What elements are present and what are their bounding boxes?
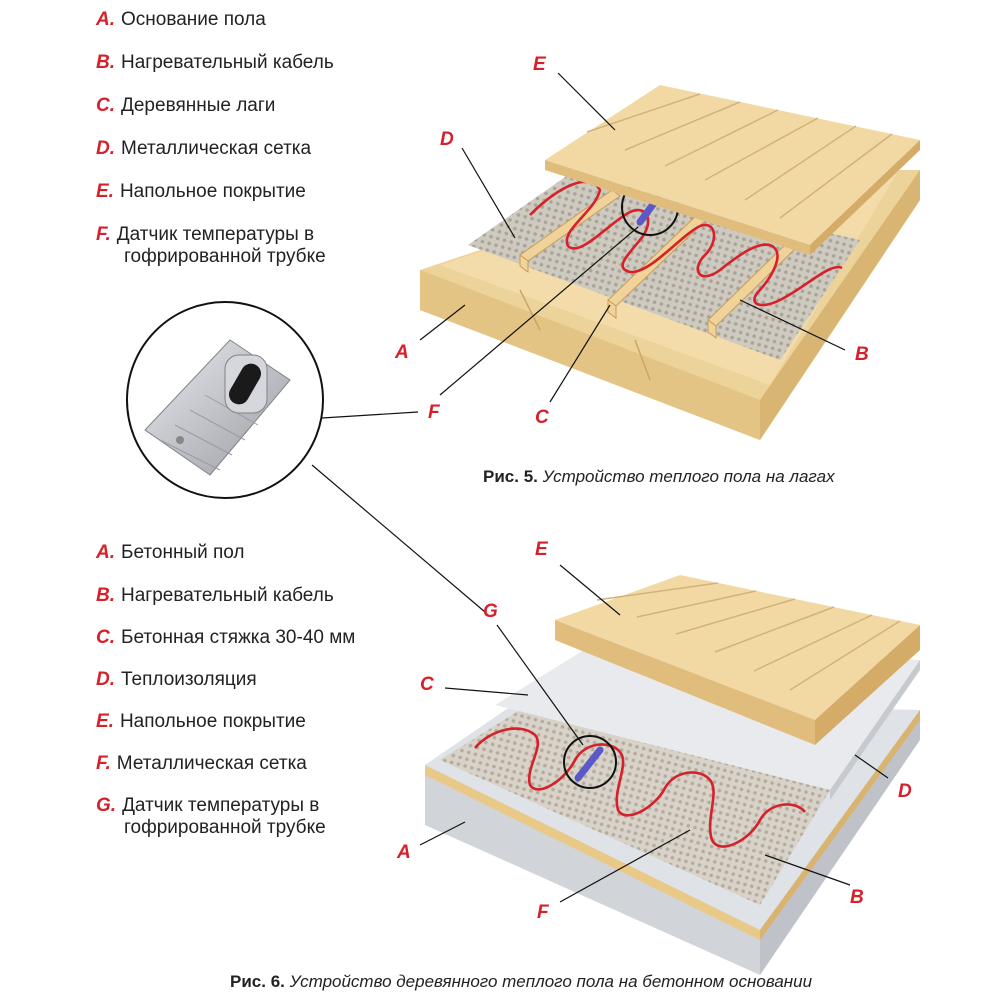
- legend-text: Теплоизоляция: [121, 669, 257, 690]
- fig6-callout-g: G: [483, 601, 498, 622]
- fig5-legend-item-a: A. Основание пола: [96, 9, 266, 31]
- fig5-callout-f: F: [428, 402, 441, 423]
- fig6-caption: Рис. 6. Устройство деревянного теплого п…: [230, 972, 812, 992]
- legend-letter: D.: [96, 138, 115, 159]
- legend-letter: A.: [96, 542, 115, 563]
- fig6-callout-e: E: [535, 539, 549, 560]
- legend-letter: F.: [96, 753, 111, 774]
- legend-letter: C.: [96, 627, 115, 648]
- caption-text: Устройство теплого пола на лагах: [542, 467, 835, 486]
- fig6-metal-mesh: [440, 710, 830, 905]
- fig6-legend-item-f: F.Металлическая сетка: [96, 753, 307, 775]
- fig6-legend-item-a: A. Бетонный пол: [96, 542, 245, 564]
- fig6-insulation-side: [760, 710, 920, 940]
- fig5-caption: Рис. 5. Устройство теплого пола на лагах: [483, 467, 835, 487]
- legend-text: Напольное покрытие: [119, 711, 306, 732]
- fig5-callout-b: B: [855, 344, 869, 365]
- sensor-inset: [126, 301, 486, 613]
- legend-text: Деревянные лаги: [121, 95, 276, 116]
- legend-text: Основание пола: [121, 9, 266, 30]
- fig5-legend-item-e: E.Напольное покрытие: [96, 181, 306, 203]
- legend-text: Нагревательный кабель: [121, 585, 334, 606]
- fig6-callout-c: C: [420, 674, 434, 695]
- legend-text-continued: гофрированной трубке: [124, 816, 326, 838]
- fig6-heating-cable: [474, 727, 806, 848]
- fig5-callout-d: D: [440, 129, 454, 150]
- fig5-legend-item-f: F.Датчик температуры в гофрированной тру…: [96, 224, 326, 268]
- fig6-sensor: [574, 746, 604, 782]
- caption-prefix: Рис. 5.: [483, 467, 538, 486]
- fig6-legend-item-c: C. Бетонная стяжка 30-40 мм: [96, 627, 355, 649]
- caption-prefix: Рис. 6.: [230, 972, 285, 991]
- legend-letter: D.: [96, 669, 115, 690]
- fig5-legend-item-c: C. Деревянные лаги: [96, 95, 275, 117]
- legend-text: Металлическая сетка: [121, 138, 312, 159]
- legend-letter: G.: [96, 795, 117, 816]
- fig5-callout-e: E: [533, 54, 547, 75]
- fig6-callout-d: D: [898, 781, 912, 802]
- legend-text: Напольное покрытие: [119, 181, 306, 202]
- fig6-legend-item-g: G.Датчик температуры в гофрированной тру…: [96, 795, 326, 839]
- fig5-heating-cable: [529, 180, 843, 307]
- fig5-callout-a: A: [394, 342, 409, 363]
- fig6-callout-a: A: [396, 842, 411, 863]
- legend-letter: A.: [96, 9, 115, 30]
- fig5-floor-covering: [545, 85, 920, 255]
- fig6-sensor-magnifier: [563, 735, 617, 789]
- legend-letter: B.: [96, 52, 115, 73]
- legend-text: Датчик температуры в: [122, 795, 320, 816]
- fig6-legend-item-b: B. Нагревательный кабель: [96, 585, 334, 607]
- fig6-callout-b: B: [850, 887, 864, 908]
- legend-text: Нагревательный кабель: [121, 52, 334, 73]
- legend-letter: E.: [96, 181, 114, 202]
- fig6-legend-item-d: D. Теплоизоляция: [96, 669, 257, 691]
- fig6-floor-covering: [555, 575, 920, 745]
- fig5-legend-item-d: D. Металлическая сетка: [96, 138, 311, 160]
- fig6-callout-f: F: [537, 902, 550, 923]
- fig5-callout-c: C: [535, 407, 549, 428]
- fig5-leader-lines: [419, 72, 846, 403]
- legend-text: Бетонный пол: [121, 542, 245, 563]
- legend-letter: E.: [96, 711, 114, 732]
- legend-text: Металлическая сетка: [116, 753, 307, 774]
- fig6-insulation: [425, 765, 760, 940]
- fig6-legend-item-e: E.Напольное покрытие: [96, 711, 306, 733]
- fig5-legend-item-b: B. Нагревательный кабель: [96, 52, 334, 74]
- legend-text: Датчик температуры в: [116, 224, 315, 245]
- legend-letter: B.: [96, 585, 115, 606]
- fig6-leader-lines: [419, 564, 889, 903]
- caption-text: Устройство деревянного теплого пола на б…: [289, 972, 813, 991]
- legend-text-continued: гофрированной трубке: [124, 245, 326, 267]
- legend-letter: C.: [96, 95, 115, 116]
- legend-text: Бетонная стяжка 30-40 мм: [121, 627, 356, 648]
- legend-letter: F.: [96, 224, 111, 245]
